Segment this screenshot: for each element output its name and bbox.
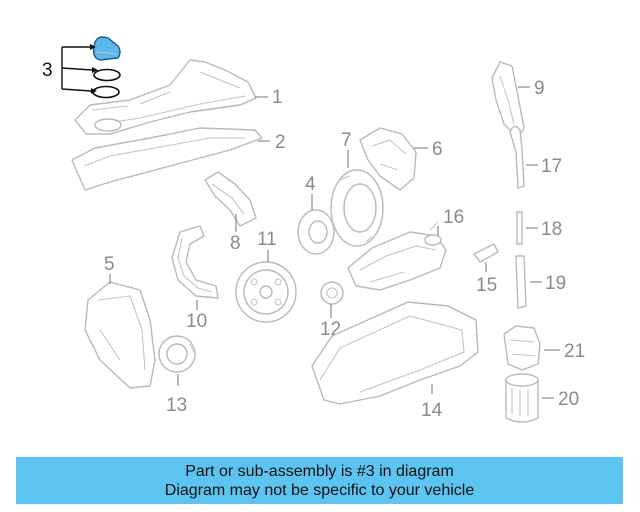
part-5[interactable]: 5 xyxy=(84,254,156,389)
callout-6: 6 xyxy=(432,139,443,160)
valve-cover[interactable]: 1 xyxy=(74,59,283,135)
callout-13: 13 xyxy=(166,395,187,416)
callout-4: 4 xyxy=(305,174,316,195)
part-11[interactable]: 11 xyxy=(235,229,297,323)
callout-14: 14 xyxy=(421,400,443,421)
callout-7: 7 xyxy=(341,130,352,151)
part-9[interactable]: 9 xyxy=(491,61,545,139)
part-8[interactable]: 8 xyxy=(204,171,257,254)
callout-16: 16 xyxy=(443,207,464,228)
parts-diagram: 3 1 2 8 10 11 xyxy=(42,36,585,423)
banner-line-2: Diagram may not be specific to your vehi… xyxy=(164,481,475,499)
part-14[interactable]: 14 xyxy=(311,301,479,421)
callout-20: 20 xyxy=(558,389,579,410)
callout-10: 10 xyxy=(186,311,207,332)
callout-9: 9 xyxy=(534,78,545,99)
callout-19: 19 xyxy=(545,273,566,294)
seal-ring-upper[interactable] xyxy=(93,68,121,82)
part-19[interactable]: 19 xyxy=(515,255,566,309)
callout-15: 15 xyxy=(476,275,497,296)
part-7[interactable]: 7 xyxy=(330,130,384,247)
callout-11: 11 xyxy=(257,229,277,250)
callout-3: 3 xyxy=(42,60,53,81)
valve-cover-gasket[interactable]: 2 xyxy=(71,127,286,191)
part-4[interactable]: 4 xyxy=(297,174,335,255)
part-17[interactable]: 17 xyxy=(509,125,562,189)
part-21[interactable]: 21 xyxy=(503,325,585,371)
info-banner: Part or sub-assembly is #3 in diagram Di… xyxy=(16,457,623,504)
callout-1: 1 xyxy=(272,87,283,108)
oil-filler-cap[interactable] xyxy=(92,36,121,61)
part-18[interactable]: 18 xyxy=(516,211,562,245)
callout-21: 21 xyxy=(564,341,585,362)
part-13[interactable]: 13 xyxy=(158,335,196,416)
banner-line-1: Part or sub-assembly is #3 in diagram xyxy=(185,462,454,480)
part-12[interactable]: 12 xyxy=(320,281,344,340)
part-6[interactable]: 6 xyxy=(359,127,443,191)
part-3-group[interactable]: 3 xyxy=(42,36,121,99)
part-10[interactable]: 10 xyxy=(171,225,219,332)
callout-17: 17 xyxy=(541,156,562,177)
part-15[interactable]: 15 xyxy=(473,243,499,296)
callout-8: 8 xyxy=(230,233,241,254)
callout-2: 2 xyxy=(275,132,286,153)
seal-ring-lower[interactable] xyxy=(92,85,120,99)
callout-18: 18 xyxy=(541,219,562,240)
part-16[interactable]: 16 xyxy=(347,207,464,291)
part-20[interactable]: 20 xyxy=(505,373,579,423)
callout-5: 5 xyxy=(104,254,115,275)
